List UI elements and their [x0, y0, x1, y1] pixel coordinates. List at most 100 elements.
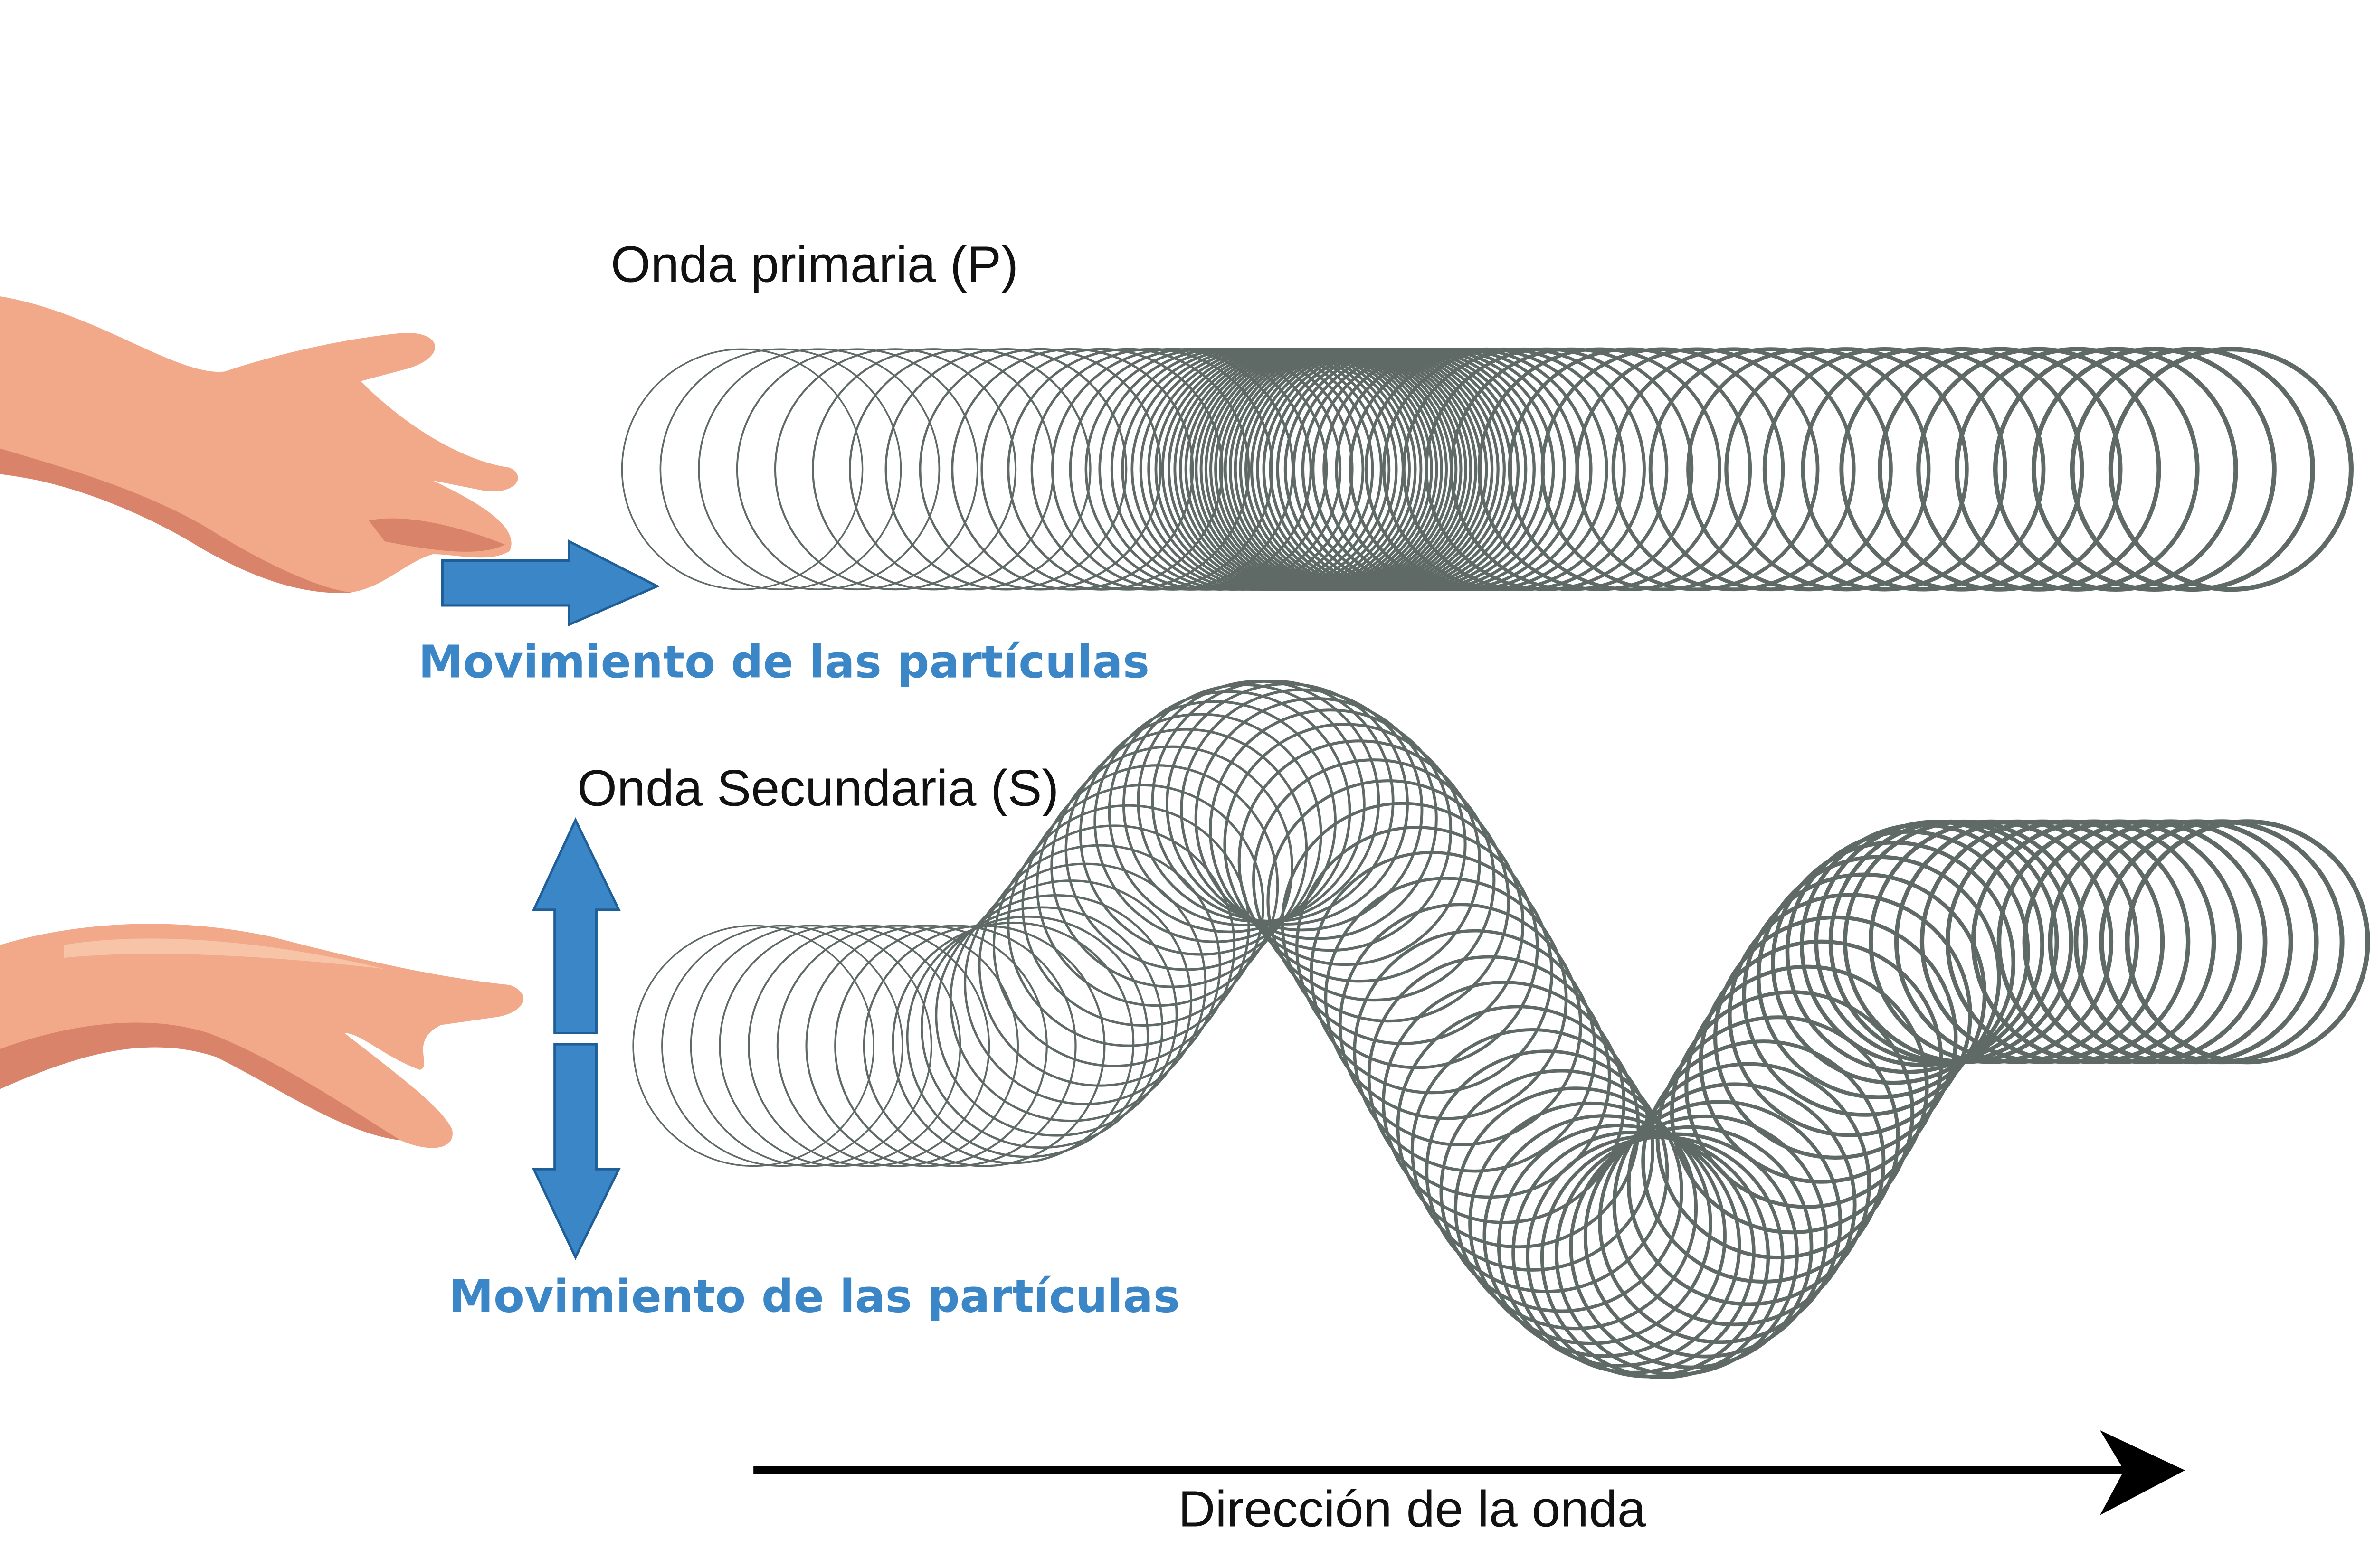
- spring-coil: [632, 925, 874, 1167]
- spring-coil: [2031, 347, 2277, 592]
- spring-coil: [1410, 1028, 1654, 1272]
- spring-coil: [1151, 680, 1395, 923]
- spring-coil: [1945, 819, 2191, 1064]
- spring-coil: [1295, 826, 1539, 1069]
- spring-coil: [892, 921, 1135, 1164]
- spring-coil: [1655, 1015, 1900, 1260]
- spring-coil: [1468, 1101, 1712, 1345]
- spring-coil: [776, 925, 1019, 1167]
- spring-coil: [2022, 819, 2268, 1065]
- spring-coil: [2070, 347, 2315, 592]
- up-arrow: [532, 817, 621, 1035]
- spring-coil: [1583, 1114, 1828, 1359]
- spring-coil: [1454, 1086, 1698, 1331]
- spring-coil: [1971, 819, 2216, 1064]
- spring-coil: [1569, 1125, 1814, 1370]
- hand-p-wave: [0, 296, 518, 593]
- spring-coil: [1839, 347, 2084, 592]
- spring-coil: [1843, 819, 2088, 1064]
- spring-coil: [1612, 1082, 1857, 1327]
- spring-coil: [1497, 1124, 1741, 1368]
- spring-coil: [621, 348, 864, 590]
- spring-coil: [935, 894, 1178, 1137]
- spring-coil: [1996, 819, 2242, 1064]
- spring-coil: [2099, 819, 2345, 1065]
- spring-coil: [1223, 723, 1467, 966]
- spring-coil: [980, 348, 1224, 591]
- spring-coil: [2108, 347, 2354, 592]
- spring-coil: [1713, 915, 1958, 1160]
- spring-coil: [2073, 819, 2319, 1065]
- spring-coil: [1916, 347, 2161, 592]
- spring-coil: [1993, 347, 2238, 592]
- spring-coil: [2125, 819, 2370, 1065]
- spring-coil: [1108, 690, 1351, 934]
- spring-coil: [1482, 1114, 1727, 1358]
- spring-coil: [1771, 841, 2016, 1085]
- spring-coil: [1093, 700, 1337, 943]
- s-particle-label: Movimiento de las partículas: [449, 1270, 1180, 1322]
- spring-coil: [1801, 347, 2046, 592]
- spring-coil: [1209, 708, 1453, 952]
- spring-coil: [1762, 347, 2007, 592]
- spring-coil: [1402, 347, 1646, 591]
- spring-coil: [1339, 903, 1582, 1147]
- spring-coil: [1021, 784, 1264, 1027]
- s-wave-spring: [632, 680, 2370, 1379]
- direction-label: Dirección de la onda: [1178, 1480, 1646, 1537]
- spring-coil: [1724, 347, 1969, 592]
- s-particle-arrows: [532, 817, 621, 1260]
- p-wave-spring: [621, 347, 2354, 592]
- spring-coil: [1007, 348, 1250, 591]
- spring-coil: [1266, 779, 1510, 1023]
- spring-coil: [1686, 347, 1931, 592]
- spring-coil: [1648, 347, 1893, 592]
- spring-coil: [1030, 348, 1274, 591]
- spring-coil: [1868, 819, 2114, 1064]
- spring-coil: [698, 348, 940, 591]
- spring-coil: [1382, 981, 1626, 1224]
- hand-s-wave: [0, 924, 523, 1148]
- spring-coil: [1477, 347, 1721, 591]
- spring-coil: [1641, 1039, 1886, 1284]
- spring-coil: [1180, 688, 1424, 932]
- spring-coil: [906, 916, 1149, 1158]
- spring-coil: [690, 925, 932, 1167]
- spring-coil: [834, 925, 1077, 1167]
- spring-coil: [919, 348, 1162, 591]
- p-particle-label: Movimiento de las partículas: [418, 636, 1150, 689]
- spring-coil: [1439, 1069, 1683, 1313]
- spring-coil: [1878, 347, 2123, 592]
- spring-coil: [1508, 347, 1752, 591]
- p-particle-arrow: [441, 539, 660, 627]
- spring-coil: [951, 348, 1194, 591]
- spring-coil: [1611, 347, 1856, 592]
- spring-coil: [1252, 758, 1496, 1002]
- spring-coil: [1194, 697, 1438, 940]
- spring-coil: [992, 824, 1236, 1067]
- spring-coil: [1919, 819, 2165, 1064]
- p-wave-title: Onda primaria (P): [611, 236, 1018, 293]
- spring-coil: [1540, 347, 1785, 591]
- spring-coil: [1425, 347, 1669, 591]
- down-arrow: [532, 1043, 621, 1260]
- spring-coil: [2048, 819, 2293, 1065]
- spring-coil: [884, 348, 1128, 591]
- spring-coil: [661, 925, 903, 1167]
- spring-coil: [1382, 347, 1626, 591]
- spring-coil: [736, 348, 978, 591]
- spring-coil: [849, 348, 1092, 591]
- spring-coil: [921, 906, 1164, 1149]
- spring-coil: [1894, 819, 2139, 1064]
- spring-coil: [1137, 680, 1380, 923]
- spring-coil: [1353, 929, 1597, 1173]
- s-wave-title: Onda Secundaria (S): [577, 759, 1059, 817]
- spring-coil: [1575, 347, 1820, 592]
- spring-coil: [1626, 1062, 1871, 1306]
- wave-direction-arrow: [753, 1430, 2185, 1515]
- spring-coil: [748, 925, 990, 1167]
- spring-coil: [774, 348, 1017, 591]
- spring-coil: [1449, 347, 1694, 591]
- spring-coil: [1322, 348, 1567, 591]
